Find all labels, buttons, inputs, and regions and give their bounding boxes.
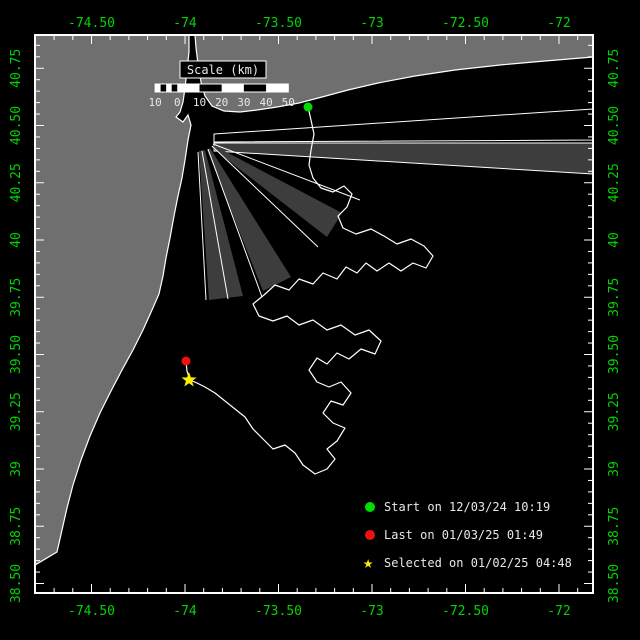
- scale-segment: [177, 84, 200, 92]
- radar-beam-2: [211, 145, 342, 237]
- lat-label-left: 39.25: [9, 392, 24, 431]
- lat-label-right: 38.50: [607, 564, 622, 603]
- legend-item-start: Start on 12/03/24 10:19: [365, 498, 572, 516]
- legend: Start on 12/03/24 10:19 Last on 01/03/25…: [363, 498, 572, 573]
- map-layers: [35, 35, 593, 566]
- start-marker[interactable]: [303, 102, 313, 112]
- radar-spoke-1: [211, 145, 319, 248]
- scale-segment-fine: [166, 84, 172, 92]
- lat-label-left: 40: [9, 232, 24, 248]
- lat-label-left: 39.75: [9, 278, 24, 317]
- scale-tick-label: 50: [282, 96, 295, 109]
- lon-label-bottom: -72: [547, 604, 570, 619]
- radar-beam-1: [213, 142, 593, 175]
- lon-label-top: -74.50: [68, 16, 115, 31]
- lat-label-left: 38.50: [9, 564, 24, 603]
- lat-label-left: 38.75: [9, 507, 24, 546]
- scale-tick-label: 10: [148, 96, 161, 109]
- selected-marker[interactable]: [181, 372, 197, 387]
- lon-label-top: -74: [173, 16, 197, 31]
- lon-label-top: -72.50: [442, 16, 489, 31]
- lat-label-left: 40.25: [9, 163, 24, 202]
- radar-beam-0: [213, 108, 593, 143]
- scale-segment: [199, 84, 222, 92]
- lat-label-right: 40.50: [607, 106, 622, 145]
- scale-tick-label: 0: [174, 96, 181, 109]
- radar-spoke-4: [197, 151, 207, 301]
- scale-title: Scale (km): [187, 63, 259, 77]
- scale-tick-label: 40: [259, 96, 272, 109]
- lat-label-right: 39.25: [607, 392, 622, 431]
- radar-spoke-3: [201, 150, 229, 300]
- lon-label-bottom: -74.50: [68, 604, 115, 619]
- radar-spoke-2: [207, 148, 263, 298]
- scale-outline: [154, 83, 289, 93]
- radar-beam-3: [207, 148, 291, 291]
- drifter-track: [185, 106, 434, 475]
- lat-label-right: 39.50: [607, 335, 622, 374]
- scale-tick-label: 20: [215, 96, 228, 109]
- lat-label-left: 39.50: [9, 335, 24, 374]
- lat-label-left: 39: [9, 461, 24, 477]
- lat-label-right: 39.75: [607, 278, 622, 317]
- scale-segment-fine: [160, 84, 167, 92]
- lon-label-bottom: -73: [360, 604, 383, 619]
- last-marker-icon: [365, 530, 375, 540]
- selected-marker-icon: ★: [363, 553, 374, 573]
- scale-segment-fine: [155, 84, 161, 92]
- lon-label-bottom: -74: [173, 604, 197, 619]
- scale-tick-label: 10: [193, 96, 206, 109]
- lat-label-left: 40.50: [9, 106, 24, 145]
- lat-label-right: 40.75: [607, 49, 622, 88]
- lon-label-top: -73: [360, 16, 383, 31]
- map-frame: [34, 34, 594, 594]
- lon-label-bottom: -73.50: [255, 604, 302, 619]
- legend-item-selected: ★ Selected on 01/02/25 04:48: [363, 553, 572, 573]
- legend-start-label: Start on 12/03/24 10:19: [384, 500, 551, 514]
- start-marker-icon: [365, 502, 375, 512]
- lat-label-right: 39: [607, 461, 622, 477]
- land-new-jersey: [35, 35, 192, 566]
- lat-label-right: 40.25: [607, 163, 622, 202]
- radar-beam-4: [199, 150, 243, 300]
- legend-selected-label: Selected on 01/02/25 04:48: [384, 556, 572, 570]
- lat-label-right: 40: [607, 232, 622, 248]
- lon-label-bottom: -72.50: [442, 604, 489, 619]
- scale-segment: [243, 84, 267, 92]
- scale-segment: [266, 84, 289, 92]
- lat-label-right: 38.75: [607, 507, 622, 546]
- legend-item-last: Last on 01/03/25 01:49: [365, 526, 572, 544]
- lon-label-top: -72: [547, 16, 570, 31]
- scale-segment-fine: [171, 84, 178, 92]
- lon-label-top: -73.50: [255, 16, 302, 31]
- legend-last-label: Last on 01/03/25 01:49: [384, 528, 543, 542]
- scale-segment: [221, 84, 244, 92]
- lat-label-left: 40.75: [9, 49, 24, 88]
- scale-title-box: [179, 60, 267, 79]
- last-marker[interactable]: [181, 356, 191, 366]
- scale-tick-label: 30: [237, 96, 250, 109]
